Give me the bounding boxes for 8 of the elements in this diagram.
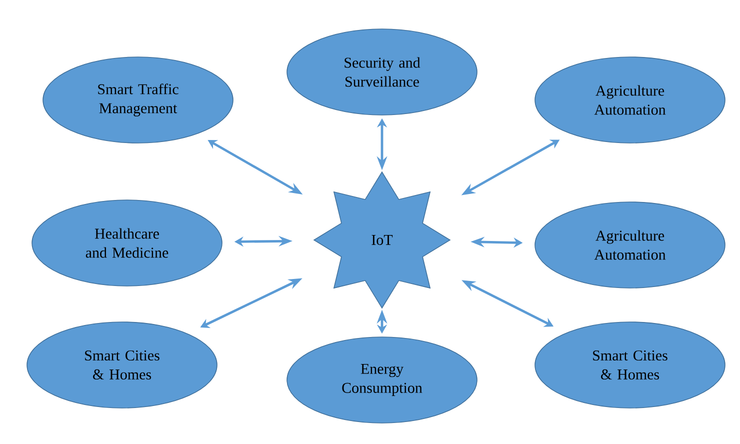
ellipse-node: Healthcare and Medicine — [32, 200, 222, 286]
ellipse-node: Smart Traffic Management — [42, 56, 234, 144]
ellipse-node: Security and Surveillance — [286, 28, 478, 116]
ellipse-node: Agriculture Automation — [534, 202, 726, 288]
ellipse-node: Smart Cities & Homes — [534, 322, 726, 408]
ellipse-node: Agriculture Automation — [534, 56, 726, 144]
ellipse-node: Energy Consumption — [286, 336, 478, 424]
ellipse-node: Smart Cities & Homes — [26, 322, 218, 408]
